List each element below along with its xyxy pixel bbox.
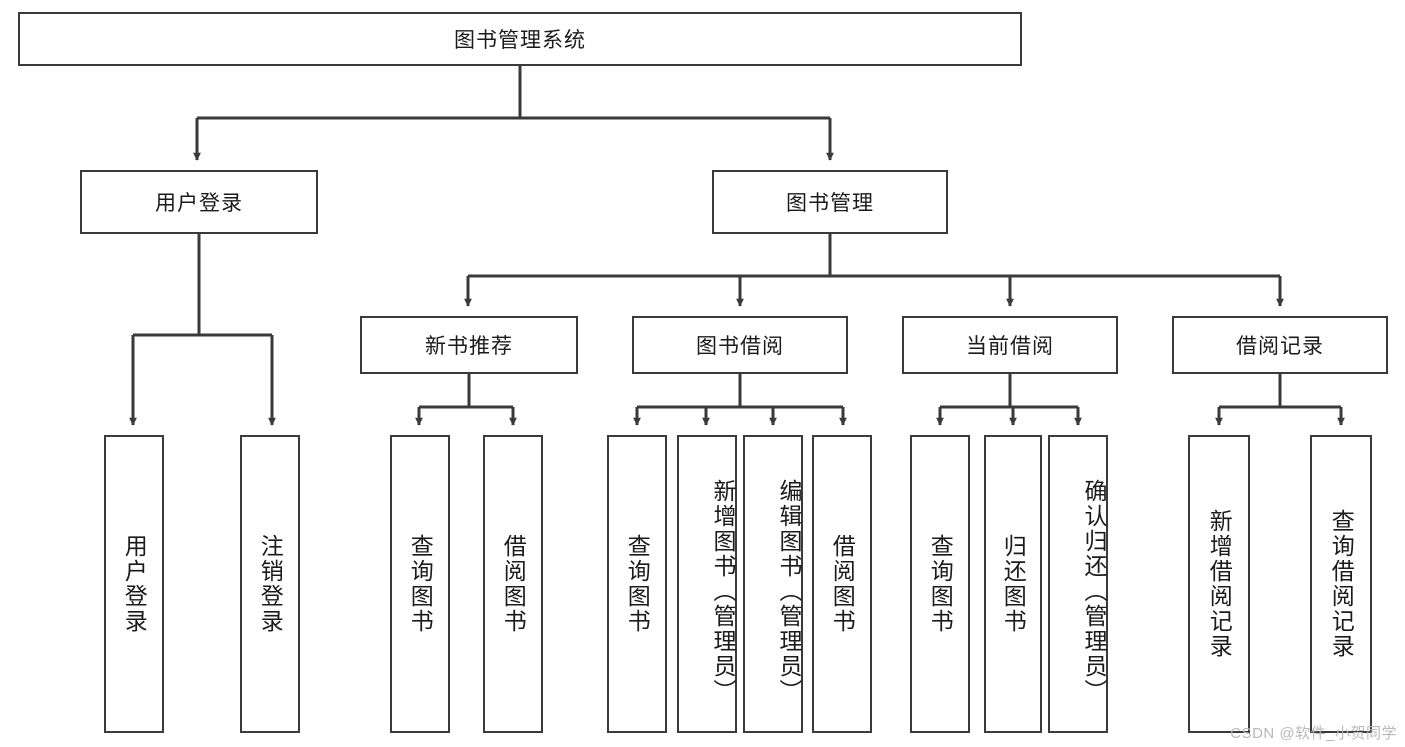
leaf-current-query-book[interactable]: 查询图书 bbox=[910, 435, 970, 733]
node-borrow-record[interactable]: 借阅记录 bbox=[1172, 316, 1388, 374]
leaf-record-add-borrow-record[interactable]: 新增借阅记录 bbox=[1188, 435, 1250, 733]
leaf-record-query-borrow-record[interactable]: 查询借阅记录 bbox=[1310, 435, 1372, 733]
leaf-borrow-query-book[interactable]: 查询图书 bbox=[607, 435, 667, 733]
node-new-book-recommend[interactable]: 新书推荐 bbox=[360, 316, 578, 374]
leaf-current-return-book[interactable]: 归还图书 bbox=[984, 435, 1042, 733]
node-book-manage[interactable]: 图书管理 bbox=[712, 170, 948, 234]
node-root[interactable]: 图书管理系统 bbox=[18, 12, 1022, 66]
node-user-login[interactable]: 用户登录 bbox=[80, 170, 318, 234]
watermark: CSDN @软件_小贺同学 bbox=[1230, 725, 1397, 742]
leaf-borrow-borrow-book[interactable]: 借阅图书 bbox=[812, 435, 872, 733]
leaf-user-login[interactable]: 用户登录 bbox=[104, 435, 164, 733]
leaf-recommend-borrow-book[interactable]: 借阅图书 bbox=[483, 435, 543, 733]
leaf-borrow-add-book-admin[interactable]: 新增图书（管理员） bbox=[677, 435, 737, 733]
leaf-logout[interactable]: 注销登录 bbox=[240, 435, 300, 733]
node-current-borrow[interactable]: 当前借阅 bbox=[902, 316, 1118, 374]
leaf-current-confirm-return-admin[interactable]: 确认归还（管理员） bbox=[1048, 435, 1108, 733]
leaf-borrow-edit-book-admin[interactable]: 编辑图书（管理员） bbox=[743, 435, 803, 733]
node-book-borrow[interactable]: 图书借阅 bbox=[632, 316, 848, 374]
leaf-recommend-query-book[interactable]: 查询图书 bbox=[390, 435, 450, 733]
